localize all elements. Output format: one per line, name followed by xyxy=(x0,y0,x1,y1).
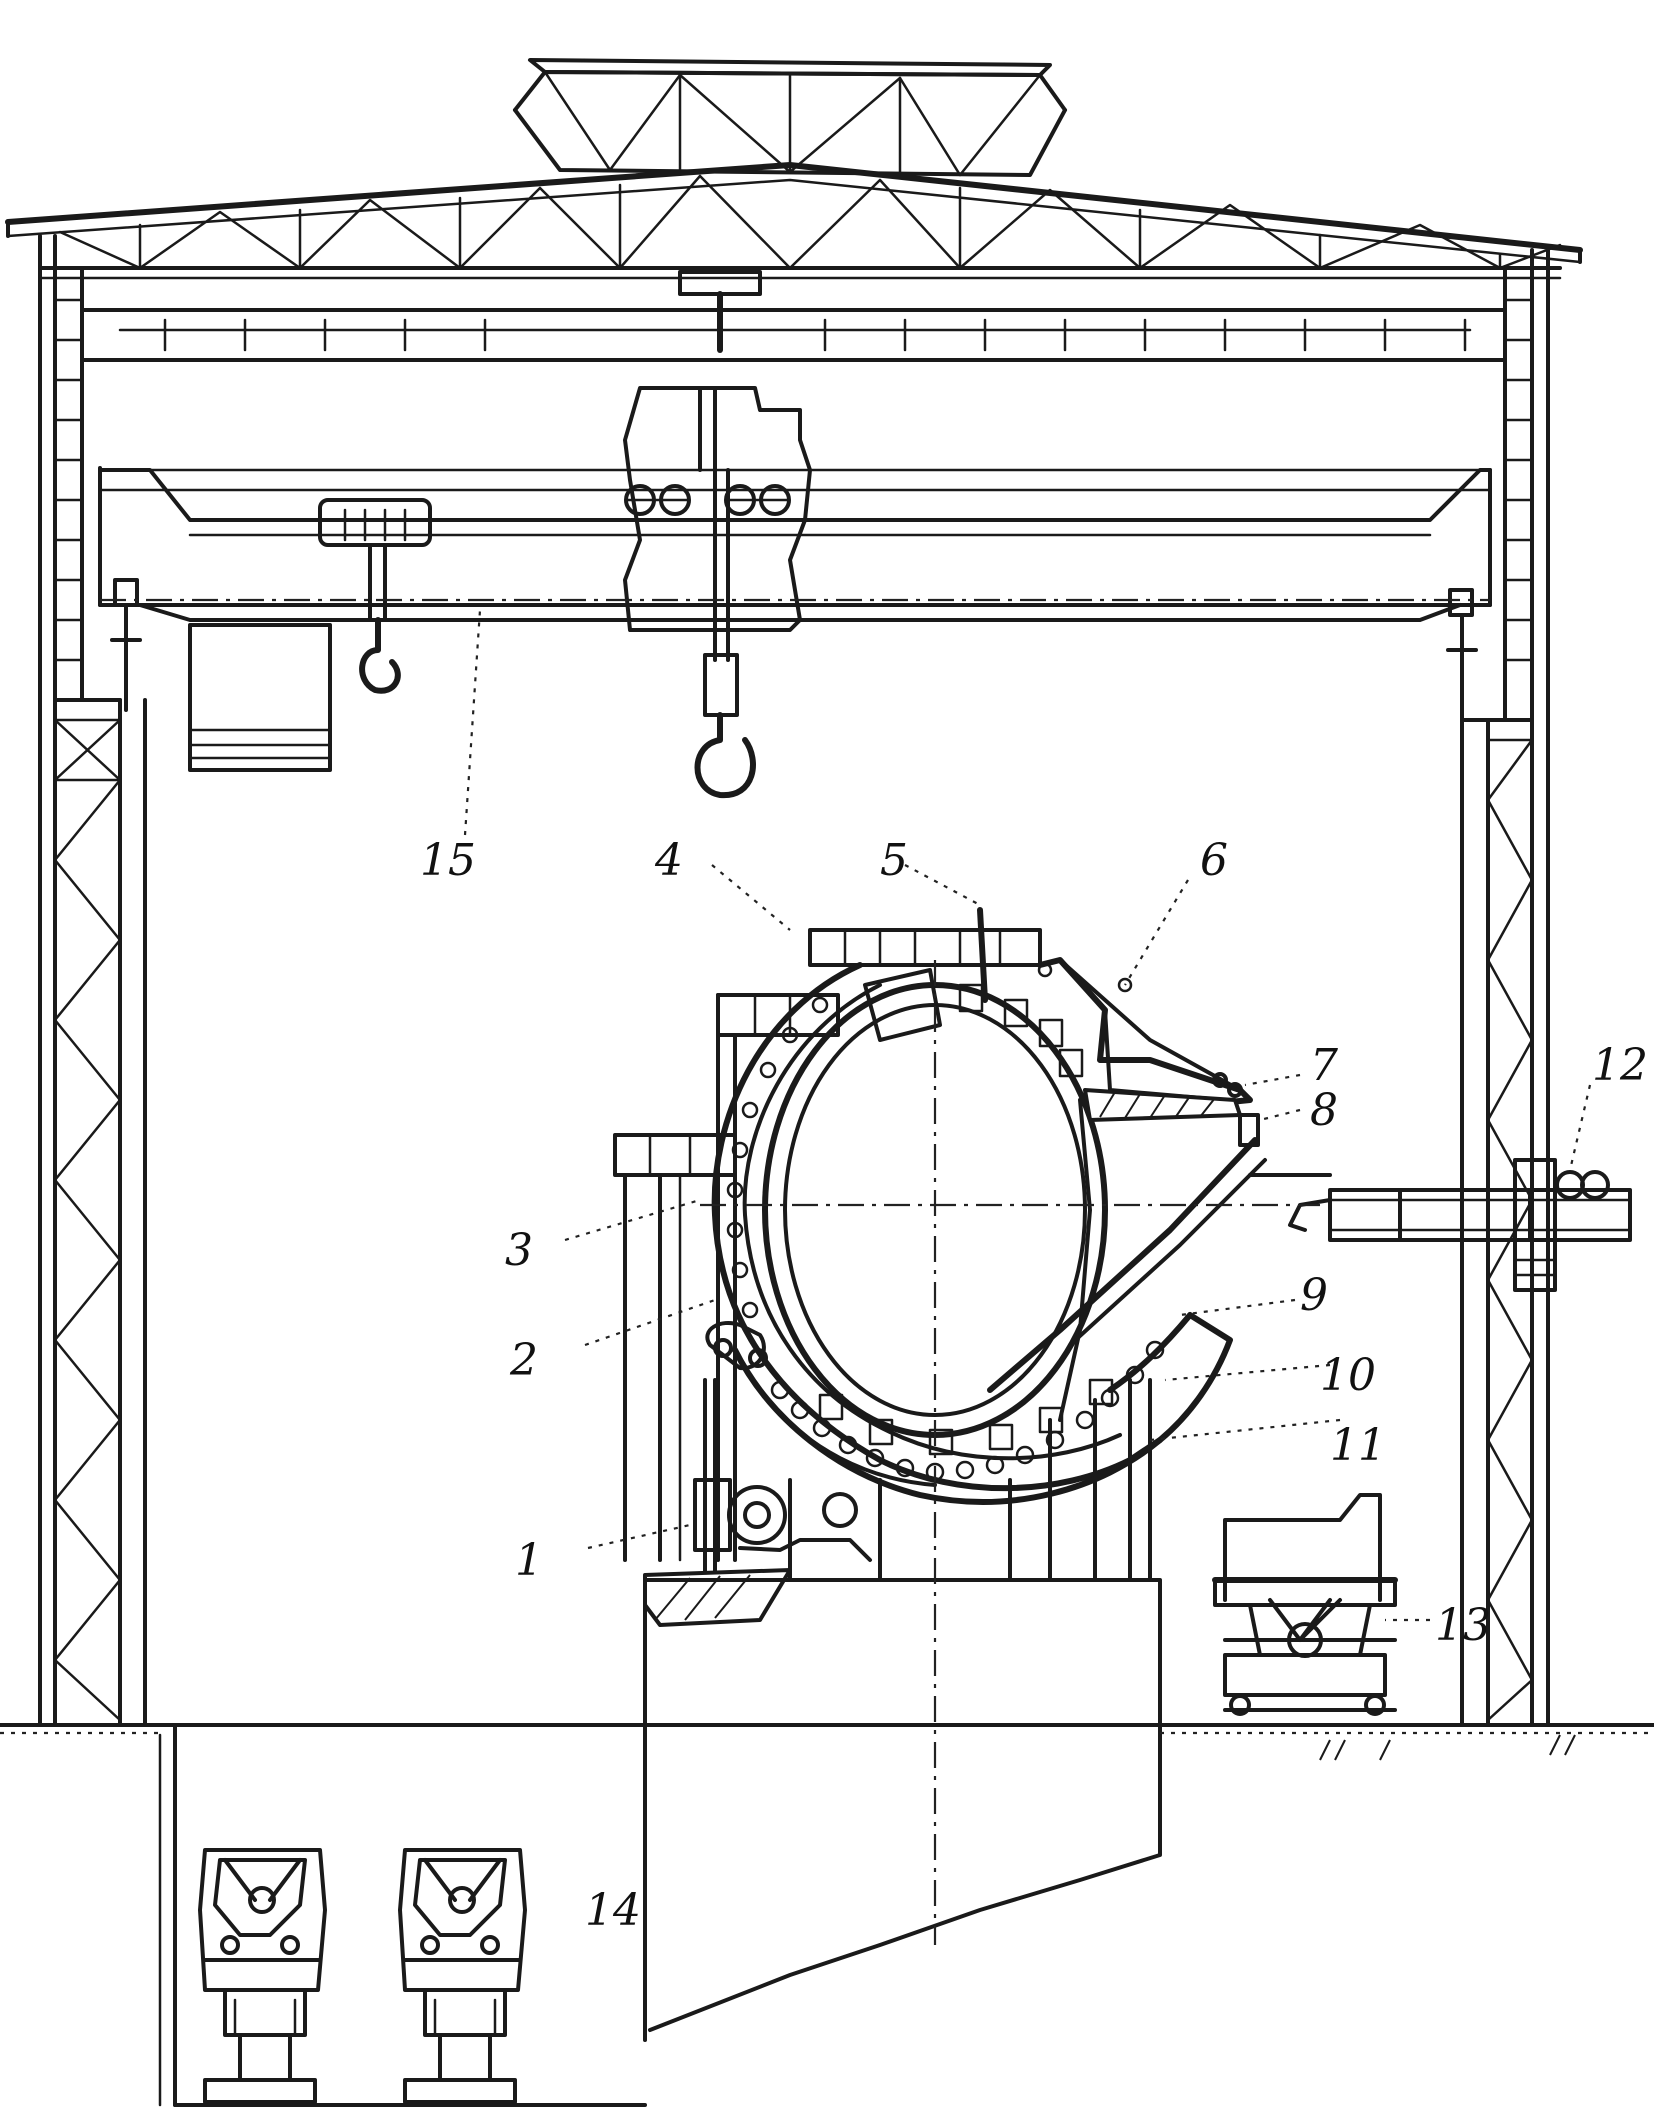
callout-6: 6 xyxy=(1200,835,1228,886)
ladle-car-2 xyxy=(398,1848,527,2104)
centerlines xyxy=(100,598,1490,1945)
tilt-drive xyxy=(643,1378,872,1627)
ladle-car-1 xyxy=(198,1848,327,2104)
callout-8: 8 xyxy=(1310,1085,1338,1136)
converter-vessel xyxy=(705,907,1267,1505)
callout-12: 12 xyxy=(1592,1040,1648,1091)
callout-15: 15 xyxy=(420,835,476,886)
callout-2: 2 xyxy=(509,1335,538,1386)
charging-machine xyxy=(1248,1158,1632,1292)
callout-1: 1 xyxy=(515,1535,543,1586)
transfer-car xyxy=(1212,1493,1398,1716)
callout-4: 4 xyxy=(654,835,683,886)
overhead-crane xyxy=(98,386,1492,799)
callout-10: 10 xyxy=(1320,1350,1376,1401)
callout-5: 5 xyxy=(880,835,908,886)
crane-runway-beam xyxy=(80,270,1507,362)
furnace-platforms xyxy=(613,928,1152,1582)
callout-3: 3 xyxy=(505,1225,533,1276)
callout-14: 14 xyxy=(585,1885,641,1936)
roof-truss xyxy=(5,58,1583,280)
callout-9: 9 xyxy=(1300,1270,1328,1321)
left-column xyxy=(38,234,147,1727)
callout-11: 11 xyxy=(1330,1420,1386,1471)
callout-7: 7 xyxy=(1310,1040,1338,1091)
foundation xyxy=(0,1578,1654,2107)
leader-lines xyxy=(463,609,1592,1622)
callout-labels: 1 2 3 4 5 6 7 8 9 10 11 12 13 14 15 xyxy=(420,835,1648,1936)
callout-13: 13 xyxy=(1435,1600,1491,1651)
